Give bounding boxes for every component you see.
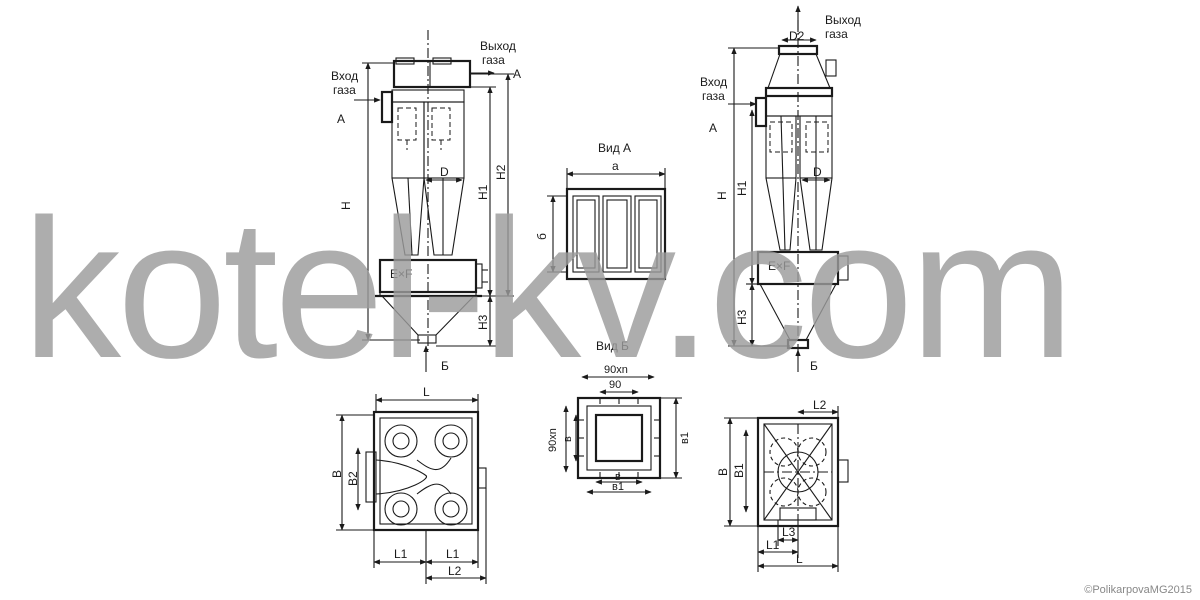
left-label-a-left: А [337, 112, 345, 126]
left-plan-dim-l: L [423, 385, 430, 399]
left-inlet-flange [380, 90, 394, 124]
left-label-b: Б [441, 359, 449, 373]
left-dim-h: H [339, 201, 353, 210]
left-inlet-label-2: газа [333, 83, 356, 97]
view-b-dim-v1: в1 [679, 432, 691, 444]
right-plan-dim-l: L [796, 552, 803, 566]
view-b-dim-90xn-side: 90xn [547, 428, 559, 452]
right-inlet-label-1: Вход [700, 75, 727, 89]
right-label-b: Б [810, 359, 818, 373]
right-box-label: E×F [768, 259, 790, 273]
right-plan [724, 406, 849, 572]
left-plan-dim-l2: L2 [448, 564, 462, 578]
right-label-a: А [709, 121, 717, 135]
left-plan-dim-b2: B2 [346, 471, 360, 486]
view-a-dim-b: б [535, 233, 549, 240]
right-dim-h1: H1 [735, 180, 749, 196]
right-plan-dim-b: B [716, 468, 730, 476]
left-outlet-header [392, 59, 472, 89]
right-plan-dim-l3: L3 [782, 525, 796, 539]
right-dim-d2: D2 [789, 29, 805, 43]
left-elevation [354, 30, 514, 372]
left-outlet-label-1: Выход [480, 39, 516, 53]
copyright-notice: ©PolikarpovaMG2015 [1084, 584, 1192, 596]
watermark: kotel-kv.com [22, 178, 1075, 399]
right-inlet-label-2: газа [702, 89, 725, 103]
left-plan-dim-l1-left: L1 [394, 547, 408, 561]
view-b-dim-v-bottom: в [615, 471, 621, 483]
left-plan-dim-l1-right: L1 [446, 547, 460, 561]
left-plan-dim-b: B [330, 470, 344, 478]
view-b-dim-90xn-top: 90xn [604, 364, 628, 376]
left-dim-h3: H3 [476, 314, 490, 330]
right-outlet-label-1: Выход [825, 13, 861, 27]
view-b [563, 374, 682, 495]
right-plan-dim-b1: B1 [732, 463, 746, 478]
right-plan-dim-l2: L2 [813, 398, 827, 412]
view-b-title: Вид Б [596, 339, 629, 353]
view-b-dim-90: 90 [609, 379, 621, 391]
right-dim-h3: H3 [735, 309, 749, 325]
left-outlet-label-2: газа [482, 53, 505, 67]
right-elevation [728, 5, 849, 372]
left-plan [336, 394, 487, 584]
view-b-dim-v: в [562, 436, 574, 442]
view-a-title: Вид А [598, 141, 631, 155]
right-dim-d: D [813, 165, 822, 179]
left-inlet-label-1: Вход [331, 69, 358, 83]
view-a-dim-a: а [612, 159, 619, 173]
left-dim-d: D [440, 165, 449, 179]
left-box-label: E×F [390, 267, 412, 281]
left-dim-h1: H1 [476, 184, 490, 200]
right-dim-h: H [715, 191, 729, 200]
view-b-dim-v1-bottom: в1 [612, 481, 624, 493]
right-plan-dim-l1: L1 [766, 538, 780, 552]
right-outlet-label-2: газа [825, 27, 848, 41]
left-dim-h2: H2 [494, 164, 508, 180]
view-a [547, 168, 667, 281]
left-label-a-right: А [513, 67, 521, 81]
